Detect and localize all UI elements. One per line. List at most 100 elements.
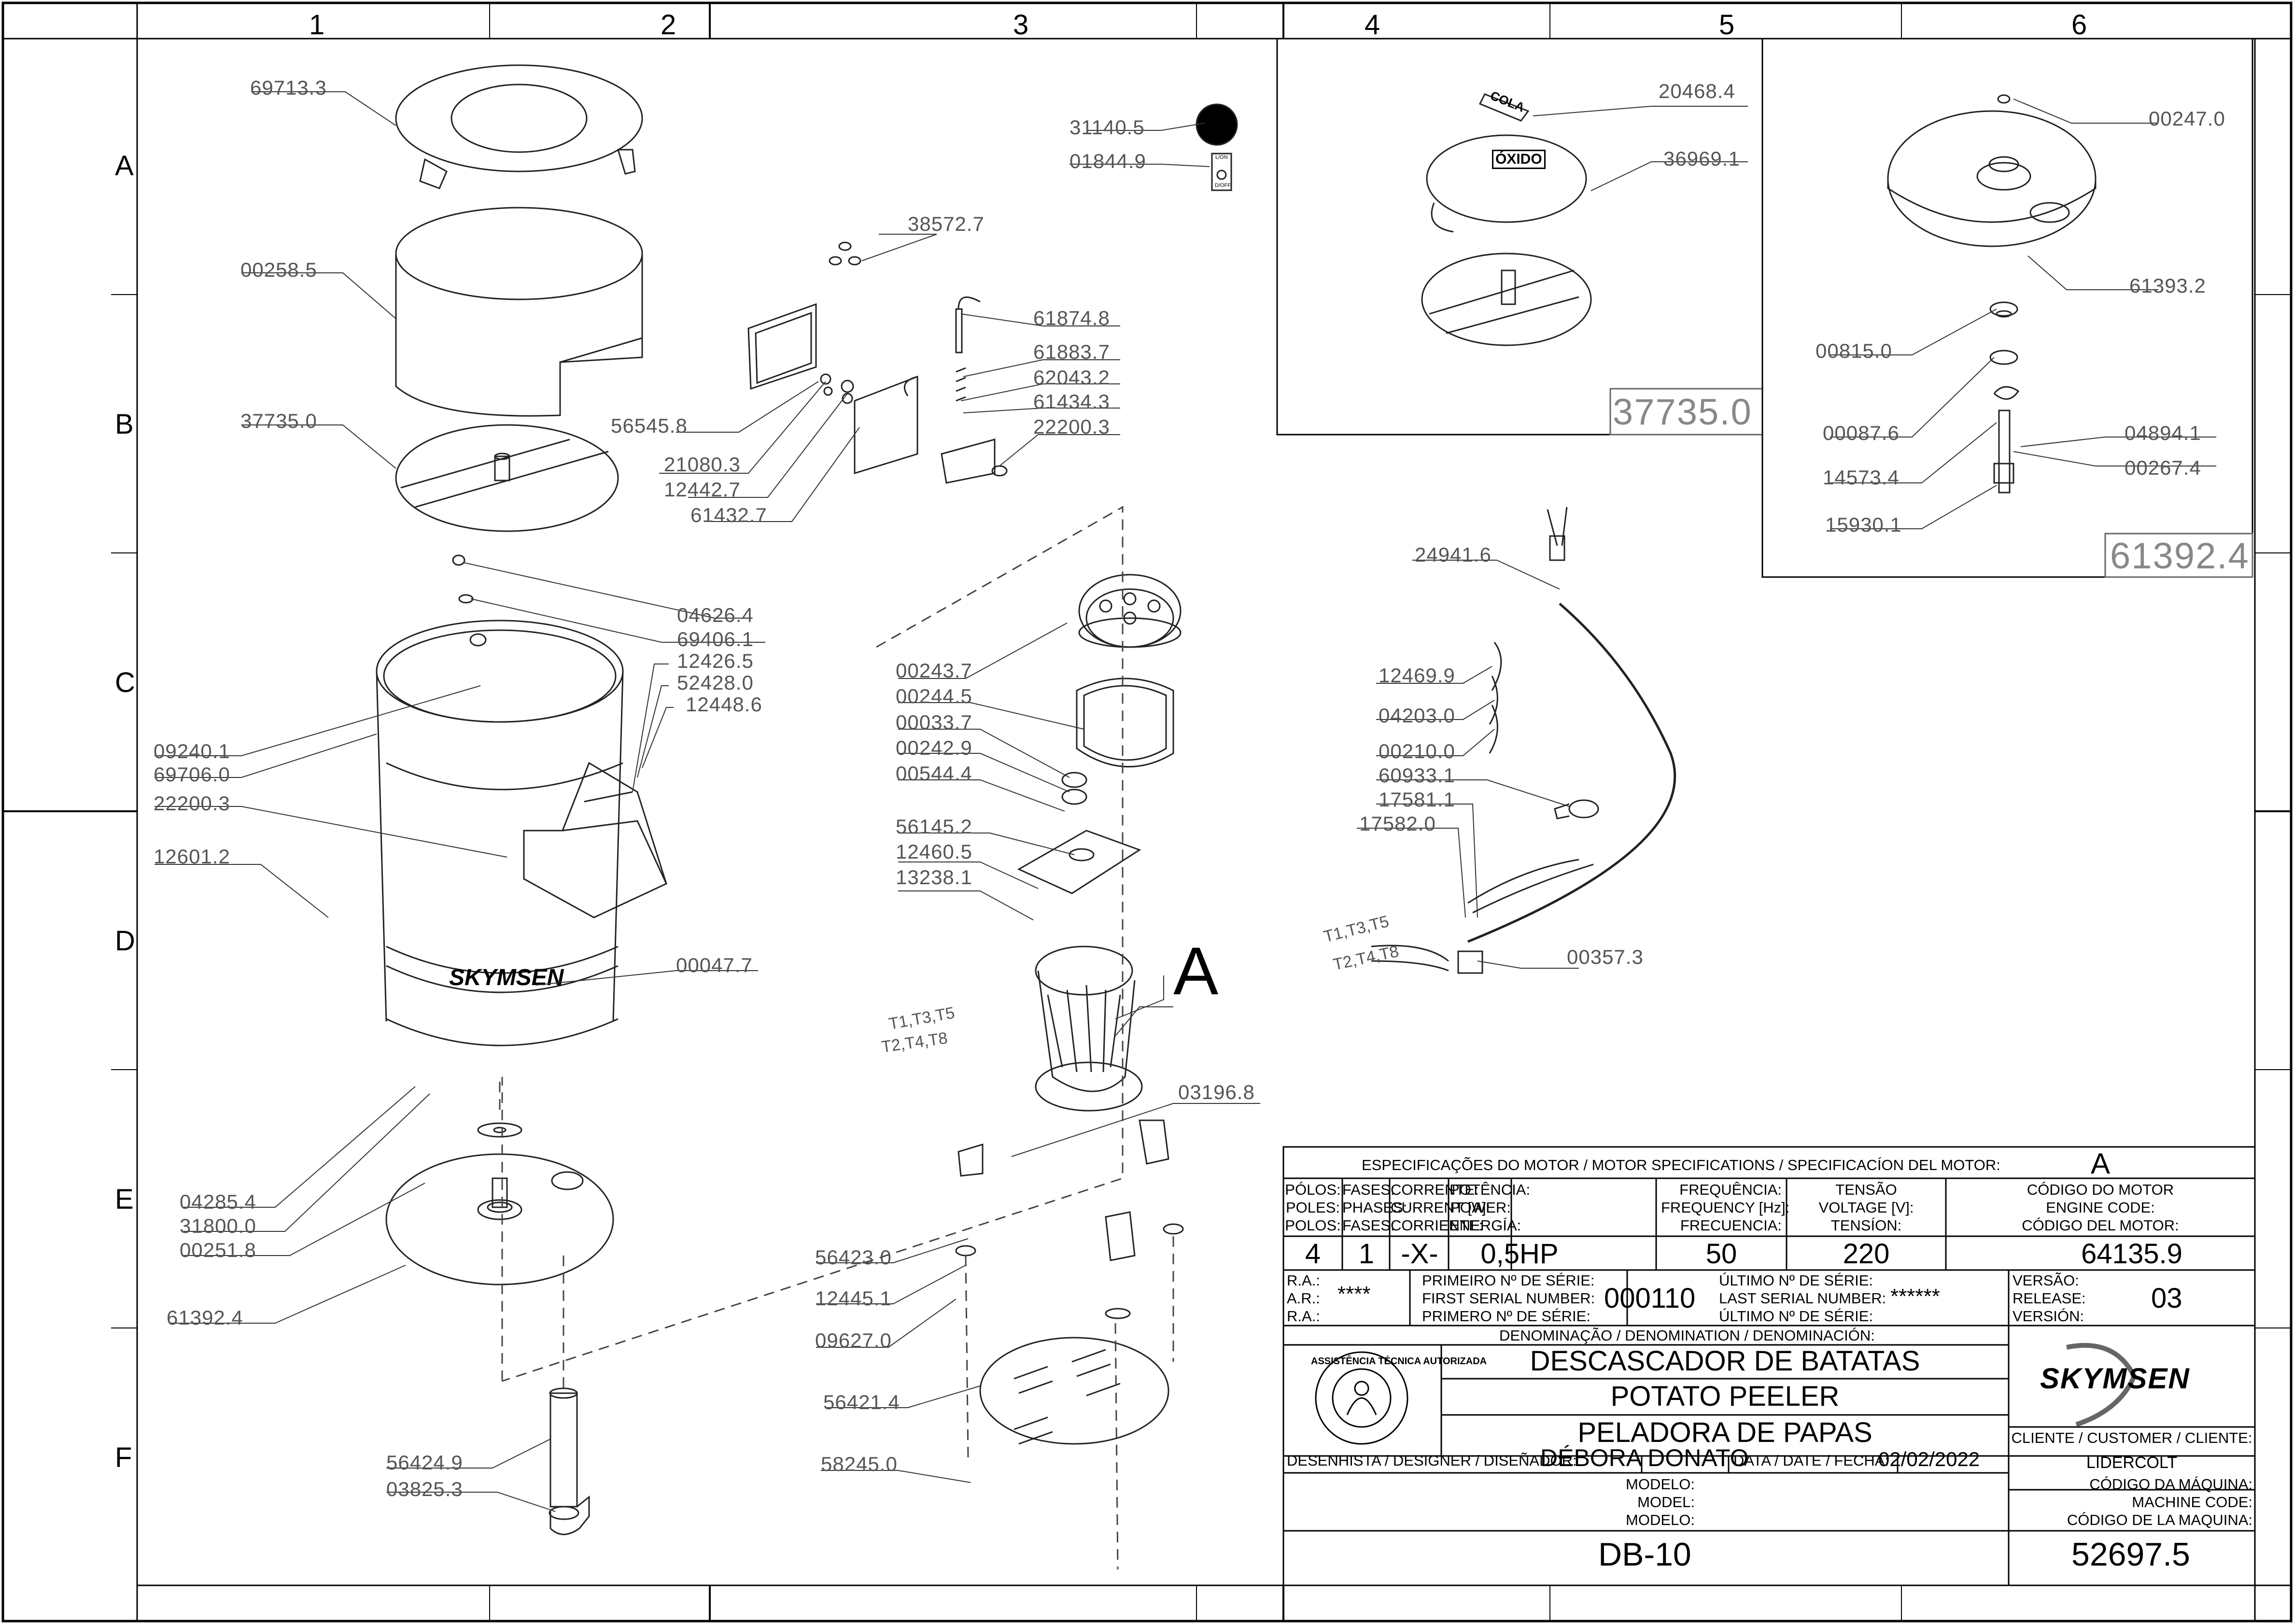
denomination-en: POTATO PEELER [1610, 1381, 1840, 1412]
val-voltage: 220 [1843, 1238, 1890, 1270]
grid-row-d: D [115, 925, 135, 957]
callout-14573-4: 14573.4 [1823, 466, 1900, 489]
val-engine-code: 64135.9 [2081, 1238, 2182, 1270]
grid-row-c: C [115, 667, 135, 698]
date-value: 02/02/2022 [1878, 1448, 1980, 1470]
callout-36969-1: 36969.1 [1663, 147, 1740, 170]
grid-col-3: 3 [1013, 9, 1029, 41]
callout-12469-9: 12469.9 [1379, 664, 1455, 687]
callout-00251-8: 00251.8 [180, 1239, 256, 1261]
grid-row-a: A [115, 150, 134, 182]
callout-12448-6: 12448.6 [686, 693, 762, 716]
client-label: CLIENTE / CUSTOMER / CLIENTE: [2011, 1429, 2252, 1446]
callout-20468-4: 20468.4 [1659, 80, 1735, 102]
callout-58245-0: 58245.0 [821, 1453, 898, 1475]
callout-56421-4: 56421.4 [823, 1391, 900, 1413]
callout-00267-4: 00267.4 [2125, 456, 2201, 479]
grid-row-f: F [115, 1442, 132, 1473]
callout-52428-0: 52428.0 [677, 671, 754, 694]
callout-60933-1: 60933.1 [1379, 764, 1455, 787]
callout-38572-7: 38572.7 [908, 212, 985, 235]
motor-spec-letter: A [2091, 1147, 2111, 1180]
callout-12601-2: 12601.2 [154, 845, 230, 868]
denomination-pt: DESCASCADOR DE BATATAS [1530, 1345, 1920, 1377]
machine-code-value: 52697.5 [2071, 1536, 2190, 1573]
callout-56423-0: 56423.0 [815, 1246, 892, 1269]
callout-61883-7: 61883.7 [1033, 340, 1110, 363]
last-serial-value: ****** [1890, 1285, 1940, 1308]
callout-15930-1: 15930.1 [1825, 513, 1902, 536]
callout-03196-8: 03196.8 [1178, 1081, 1255, 1103]
callout-13238-1: 13238.1 [896, 866, 972, 889]
callout-69706-0: 69706.0 [154, 763, 230, 786]
callout-61392-4: 61392.4 [167, 1306, 243, 1329]
drum-brand-logo: SKYMSEN [449, 965, 564, 990]
callout-12445-1: 12445.1 [815, 1287, 892, 1310]
val-power: 0,5HP [1480, 1238, 1559, 1270]
designer-label: DESENHISTA / DESIGNER / DISEÑADOR: [1287, 1452, 1577, 1469]
model-labels: MODELO:MODEL:MODELO: [1626, 1476, 1695, 1528]
callout-00210-0: 00210.0 [1379, 740, 1455, 763]
callout-09627-0: 09627.0 [815, 1329, 892, 1352]
callout-01844-9: 01844.9 [1070, 150, 1146, 172]
callout-56424-9: 56424.9 [386, 1451, 463, 1474]
date-label: DATA / DATE / FECHA: [1733, 1452, 1889, 1469]
callout-04894-1: 04894.1 [2125, 422, 2201, 444]
switch-on-label: L/ON [1215, 155, 1228, 160]
callout-61393-2: 61393.2 [2129, 274, 2206, 297]
callout-62043-2: 62043.2 [1033, 366, 1110, 389]
first-serial-labels: PRIMEIRO Nº DE SÉRIE:FIRST SERIAL NUMBER… [1422, 1272, 1595, 1325]
callout-00033-7: 00033.7 [896, 711, 972, 734]
version-value: 03 [2151, 1283, 2182, 1314]
model-value: DB-10 [1598, 1536, 1691, 1573]
callout-61432-7: 61432.7 [690, 504, 767, 526]
grid-col-4: 4 [1365, 9, 1380, 41]
callout-00242-9: 00242.9 [896, 736, 972, 759]
callout-31140-5: 31140.5 [1070, 116, 1145, 139]
callout-17581-1: 17581.1 [1379, 788, 1455, 811]
grid-row-e: E [115, 1184, 134, 1215]
ra-value: **** [1337, 1282, 1371, 1306]
grid-row-b: B [115, 409, 134, 440]
detail-box-61392: 61392.4 [2110, 536, 2250, 577]
callout-09240-1: 09240.1 [154, 740, 230, 763]
val-frequency: 50 [1705, 1238, 1737, 1270]
client-value: LIDERCOLT [2086, 1454, 2178, 1472]
last-serial-labels: ÚLTIMO Nº DE SÉRIE:LAST SERIAL NUMBER:ÚL… [1719, 1272, 1886, 1325]
callout-12442-7: 12442.7 [664, 478, 741, 501]
callout-61434-3: 61434.3 [1033, 390, 1110, 413]
callout-69713-3: 69713.3 [250, 76, 327, 99]
callout-21080-3: 21080.3 [664, 453, 741, 476]
callout-56545-8: 56545.8 [611, 414, 688, 437]
switch-off-label: D/OFF [1215, 183, 1231, 188]
version-labels: VERSÃO:RELEASE:VERSIÓN: [2013, 1272, 2086, 1325]
callout-00815-0: 00815.0 [1815, 339, 1892, 362]
grid-col-2: 2 [661, 9, 676, 41]
first-serial-value: 000110 [1604, 1283, 1696, 1314]
callout-22200-3-a: 22200.3 [154, 792, 230, 815]
grid-col-5: 5 [1719, 9, 1735, 41]
detail-box-37735: 37735.0 [1613, 392, 1752, 433]
designer-value: DÉBORA DONATO [1540, 1444, 1749, 1471]
callout-12460-5: 12460.5 [896, 840, 972, 863]
col-poles-header: PÓLOS:POLES:POLOS: [1285, 1181, 1341, 1234]
callout-00247-0: 00247.0 [2149, 107, 2225, 130]
grid-col-1: 1 [309, 9, 325, 41]
brand-logo: SKYMSEN [2040, 1362, 2190, 1395]
grid-col-6: 6 [2071, 9, 2087, 41]
callout-00544-4: 00544.4 [896, 762, 972, 785]
val-phases: 1 [1358, 1238, 1375, 1270]
callout-22200-3-b: 22200.3 [1033, 415, 1110, 438]
callout-04203-0: 04203.0 [1379, 704, 1455, 727]
callout-69406-1: 69406.1 [677, 628, 754, 650]
machine-code-labels: CÓDIGO DA MÁQUINA:MACHINE CODE:CÓDIGO DE… [2067, 1476, 2252, 1528]
motor-spec-header: ESPECIFICAÇÕES DO MOTOR / MOTOR SPECIFIC… [1362, 1157, 2000, 1173]
callout-00258-5: 00258.5 [240, 258, 317, 281]
motor-view-letter: A [1173, 933, 1219, 1009]
col-power-header: POTÊNCIA:POWER:ENERGÍA: [1450, 1181, 1531, 1234]
callout-00087-6: 00087.6 [1823, 422, 1900, 444]
seal-emblem [1315, 1351, 1408, 1445]
callout-04285-4: 04285.4 [180, 1190, 256, 1213]
